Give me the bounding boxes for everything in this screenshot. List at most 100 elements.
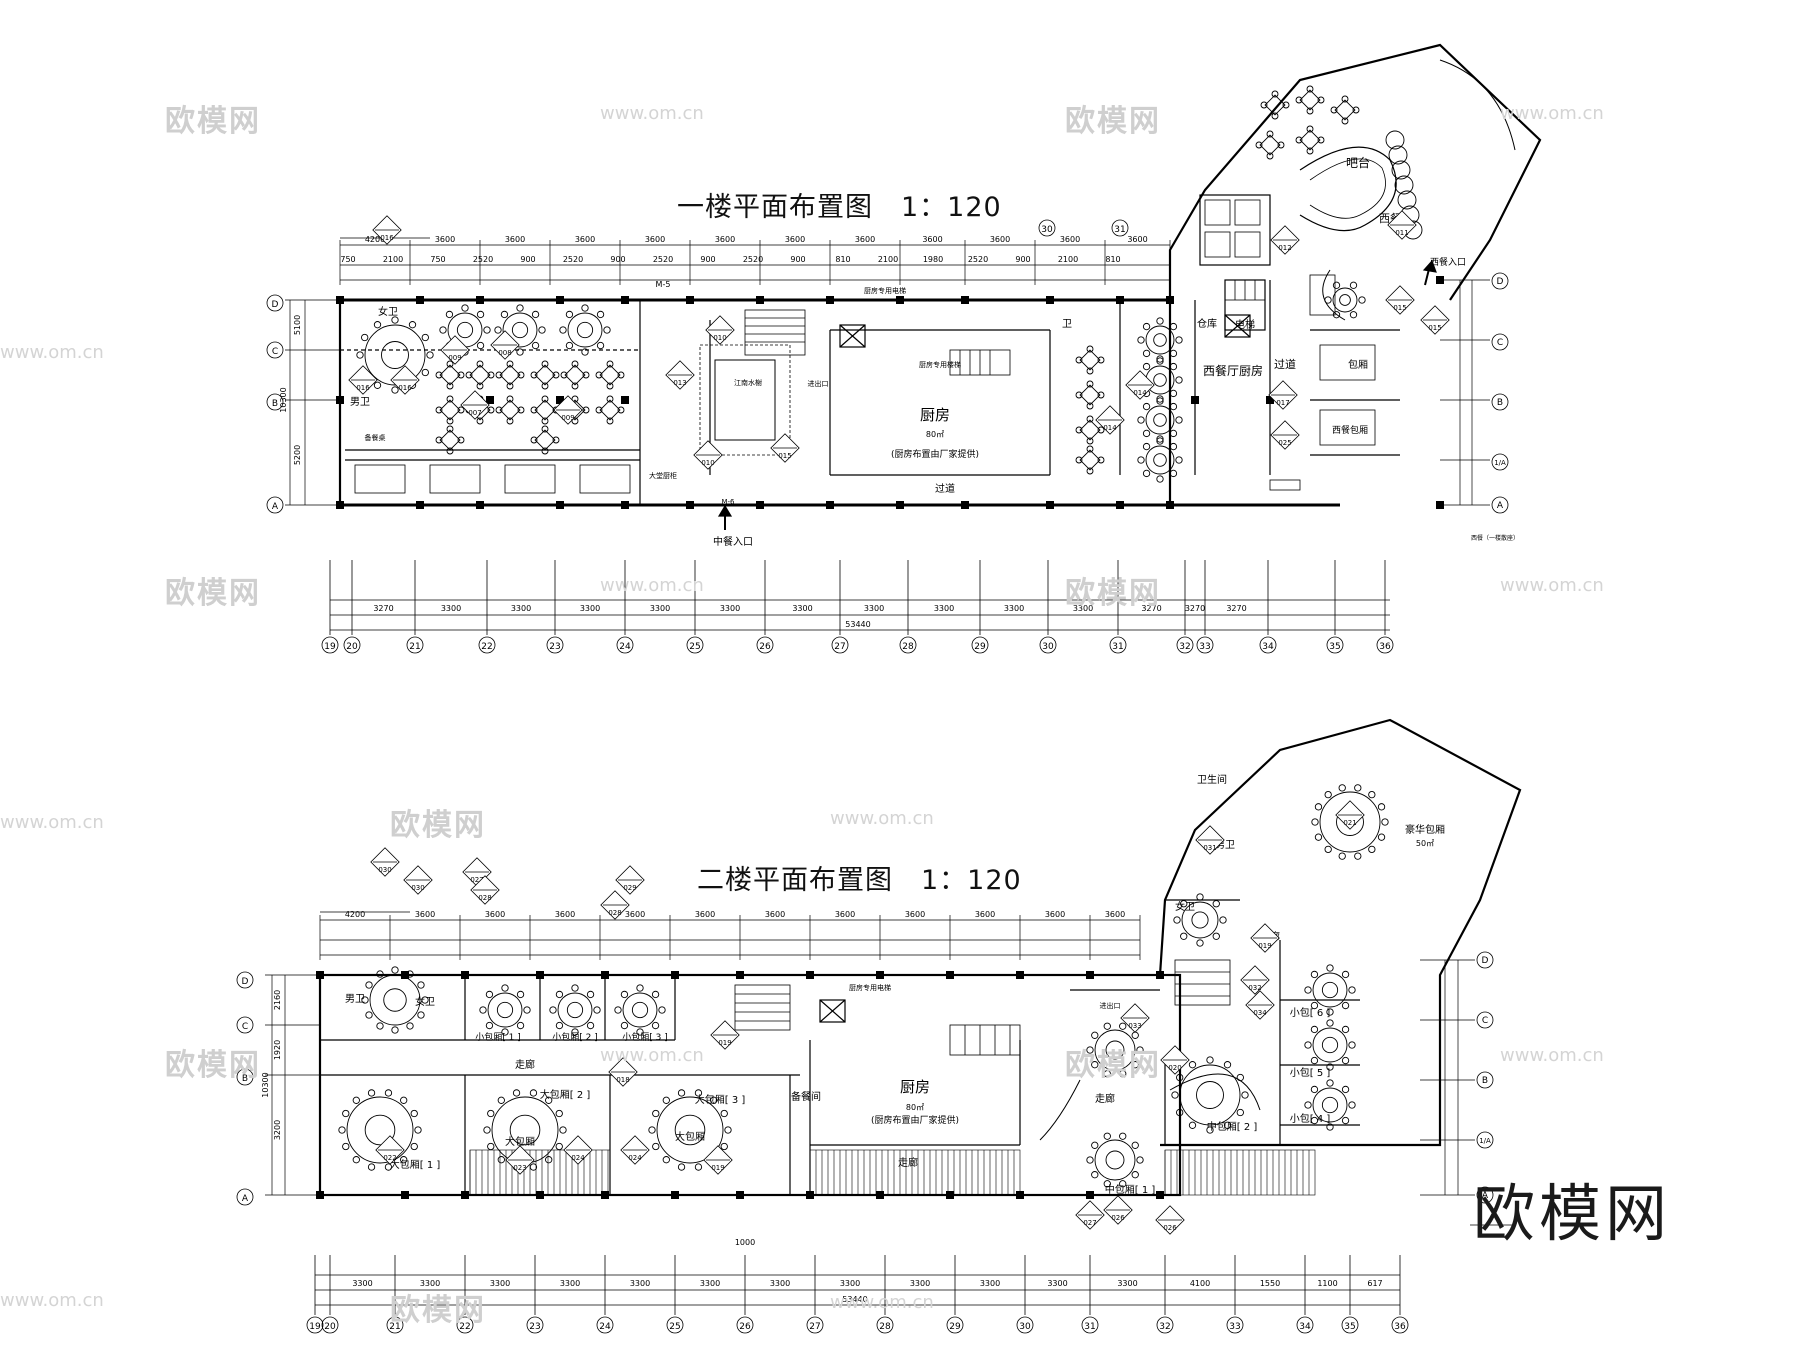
round-table (567, 312, 603, 348)
square-table (439, 399, 461, 421)
dim-text: 617 (1367, 1279, 1382, 1288)
chair (531, 310, 540, 319)
axis-label: 21 (389, 1322, 400, 1332)
axis-label: 36 (1394, 1322, 1406, 1332)
chair (1097, 426, 1105, 434)
marker-label: 016 (356, 384, 370, 392)
round-table (1312, 1087, 1348, 1123)
chair (1341, 95, 1349, 103)
chair (1236, 1073, 1244, 1082)
chair (361, 333, 369, 342)
round-table (487, 992, 523, 1028)
axis-bubble (1491, 333, 1509, 351)
chair (541, 417, 549, 425)
chair (617, 406, 625, 414)
chair (571, 395, 579, 403)
chair (530, 406, 538, 414)
chair (446, 360, 454, 368)
chair (571, 984, 579, 992)
chair (1196, 939, 1204, 947)
axis-bubble (1109, 636, 1127, 654)
axis-label: D (242, 977, 249, 987)
lazy-susan (1321, 981, 1339, 999)
chair (483, 1126, 491, 1134)
axis-bubble (526, 1316, 544, 1334)
dim-text: 3300 (511, 604, 531, 613)
marker-label: 024 (571, 1154, 585, 1162)
chair (417, 981, 425, 989)
chair (497, 1096, 505, 1104)
lazy-susan (383, 988, 407, 1012)
chair (651, 990, 660, 999)
dim-text: 3600 (905, 910, 925, 919)
chair (1175, 416, 1183, 424)
chair (560, 371, 568, 379)
dim-text: 900 (520, 255, 535, 264)
dim-text: 2520 (473, 255, 493, 264)
chair (367, 1089, 376, 1097)
chair (446, 425, 454, 433)
column (896, 501, 904, 509)
room-label: 备餐桌 (365, 433, 386, 442)
chair (720, 1109, 728, 1118)
axis-bubble (236, 1016, 254, 1034)
chair (541, 360, 549, 368)
room-label: 卫 (1062, 319, 1072, 330)
chair (1169, 469, 1178, 478)
chair (710, 1096, 718, 1104)
chair (1142, 469, 1151, 478)
chair (606, 382, 614, 390)
axis-bubble (266, 294, 284, 312)
axis-bubble (321, 636, 339, 654)
column (686, 501, 694, 509)
dim-text: 2100 (1058, 255, 1078, 264)
dim-text: 3300 (1047, 1279, 1067, 1288)
round-table (1312, 1027, 1348, 1063)
chair (571, 360, 579, 368)
chair (487, 406, 495, 414)
chair (1304, 1101, 1312, 1109)
chair (356, 351, 364, 359)
column (671, 1191, 679, 1199)
dim-text: 2100 (383, 255, 403, 264)
lazy-susan (381, 341, 409, 369)
axis-label: A (272, 502, 279, 512)
axis-bubble (386, 1316, 404, 1334)
room-label: 厨房 (900, 1078, 930, 1096)
axis-bubble (1476, 1071, 1494, 1089)
dim-text: 3300 (630, 1279, 650, 1288)
chair (417, 1011, 425, 1019)
chair (1310, 1001, 1319, 1010)
room-label: 进出口 (808, 379, 829, 388)
lazy-susan (364, 1114, 396, 1146)
watermark-logo: 欧模网 (1065, 576, 1161, 611)
chair (1156, 357, 1164, 365)
square-table (599, 399, 621, 421)
axis-bubble (946, 1316, 964, 1334)
dim-text: 2160 (273, 990, 282, 1010)
room-label: 西餐厅厨房 (1203, 363, 1263, 378)
dim-text: 1100 (1317, 1279, 1337, 1288)
chair (1314, 803, 1323, 811)
axis-bubble (546, 636, 564, 654)
chair (571, 382, 579, 390)
chair (1103, 1070, 1111, 1078)
column (1191, 396, 1199, 404)
room-label: 中包厢[ 1 ] (1105, 1183, 1156, 1196)
watermark-logo: 欧模网 (165, 104, 261, 139)
marker-label: 016 (398, 384, 412, 392)
chair (1175, 336, 1183, 344)
dim-text: 3600 (1045, 910, 1065, 919)
column (806, 971, 814, 979)
axis-bubble (756, 636, 774, 654)
marker-label: 015 (1428, 324, 1441, 332)
chair (1169, 322, 1178, 331)
room-label: 厨房专用电梯 (849, 983, 891, 992)
square-table (534, 399, 556, 421)
chair (391, 966, 399, 974)
chair (446, 417, 454, 425)
room-label: 小包[ 4 ] (1290, 1112, 1331, 1125)
chair (506, 382, 514, 390)
column (536, 971, 544, 979)
chair (342, 1142, 350, 1151)
